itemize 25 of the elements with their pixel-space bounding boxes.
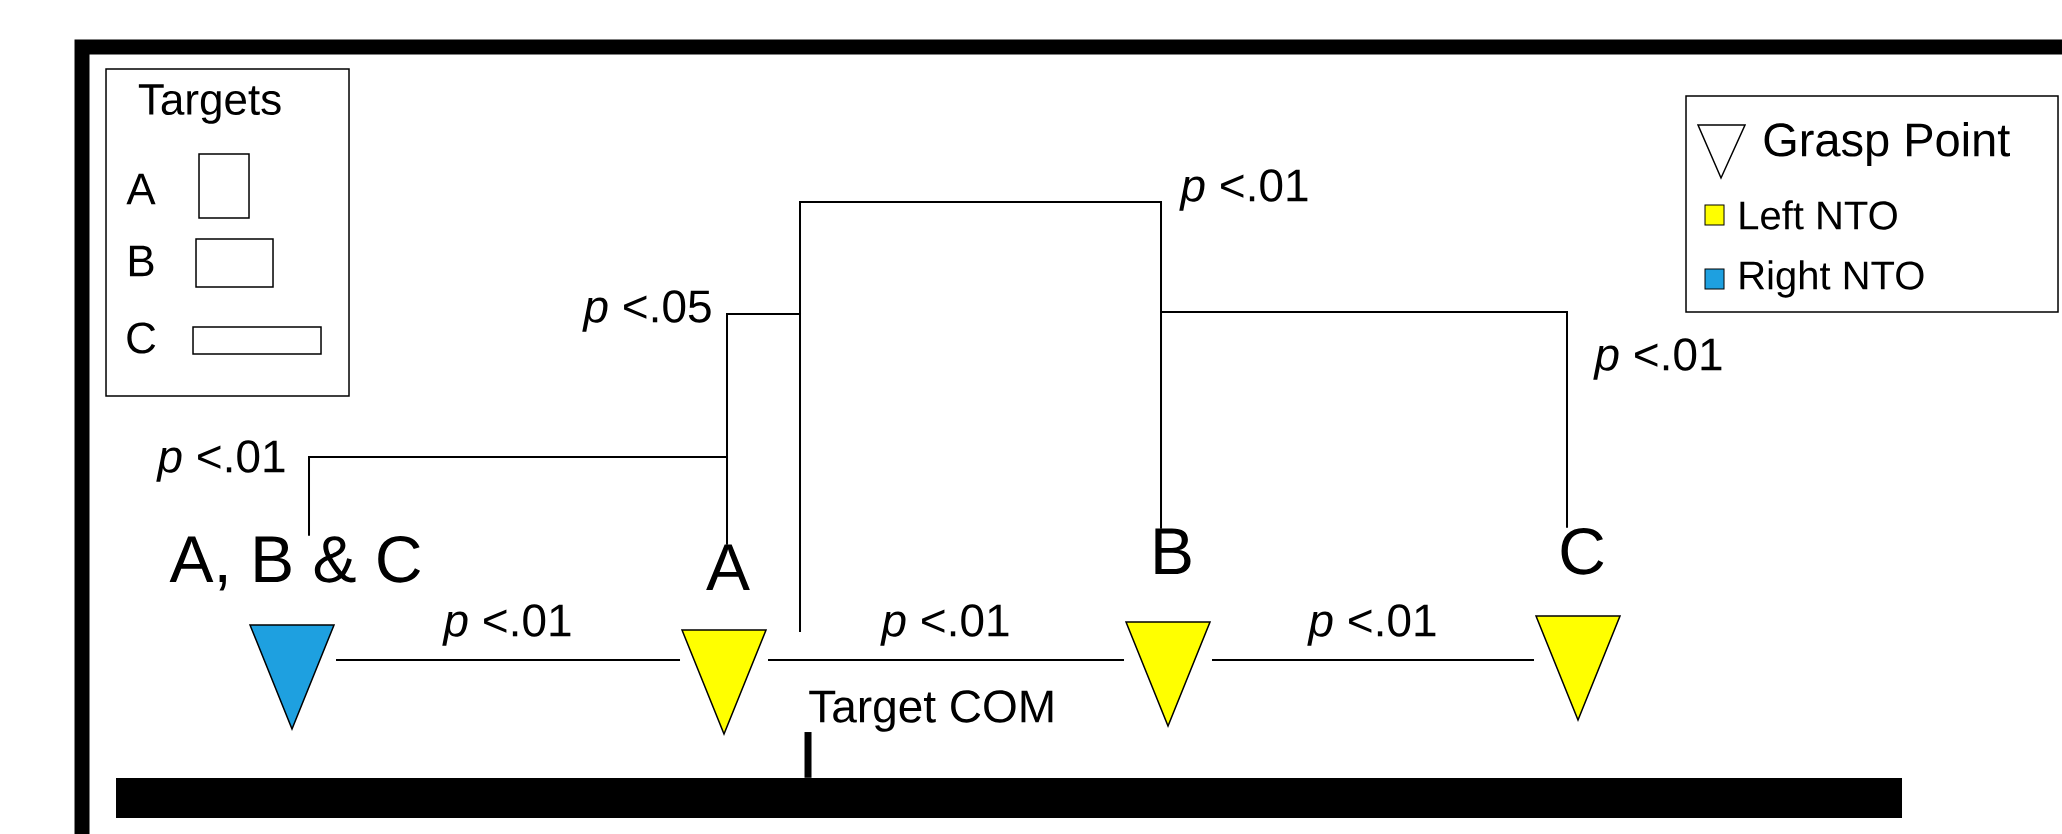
edge-label: p <.01: [880, 604, 1009, 646]
connector-line: [1160, 311, 1568, 530]
label: C: [127, 322, 156, 354]
legend-text: Right NTO: [1740, 260, 1924, 298]
legend-text: Left NTO: [1740, 200, 1897, 230]
connector-line: [767, 659, 1125, 661]
connector-line: [726, 313, 801, 633]
legend-text: Grasp Point: [1764, 122, 2010, 166]
target-label: Target COM: [809, 690, 1053, 732]
connector-line: [335, 659, 681, 661]
label: A: [126, 173, 156, 205]
point-label: A, B & C: [169, 535, 420, 591]
label: B: [129, 245, 154, 277]
connector-line: [1211, 659, 1535, 661]
edge-label: p <.01: [1593, 338, 1722, 380]
surface-bar: [116, 778, 1902, 818]
edge-label: p <.01: [156, 440, 285, 482]
label: Targets: [138, 84, 281, 124]
point-label: B: [1155, 528, 1191, 574]
point-label: C: [1561, 527, 1604, 575]
edge-label: p <.05: [582, 290, 711, 332]
edge-label: p <.01: [1307, 604, 1436, 646]
edge-label: p <.01: [1179, 169, 1308, 211]
point-label: A: [706, 544, 750, 590]
edge-label: p <.01: [442, 604, 571, 646]
